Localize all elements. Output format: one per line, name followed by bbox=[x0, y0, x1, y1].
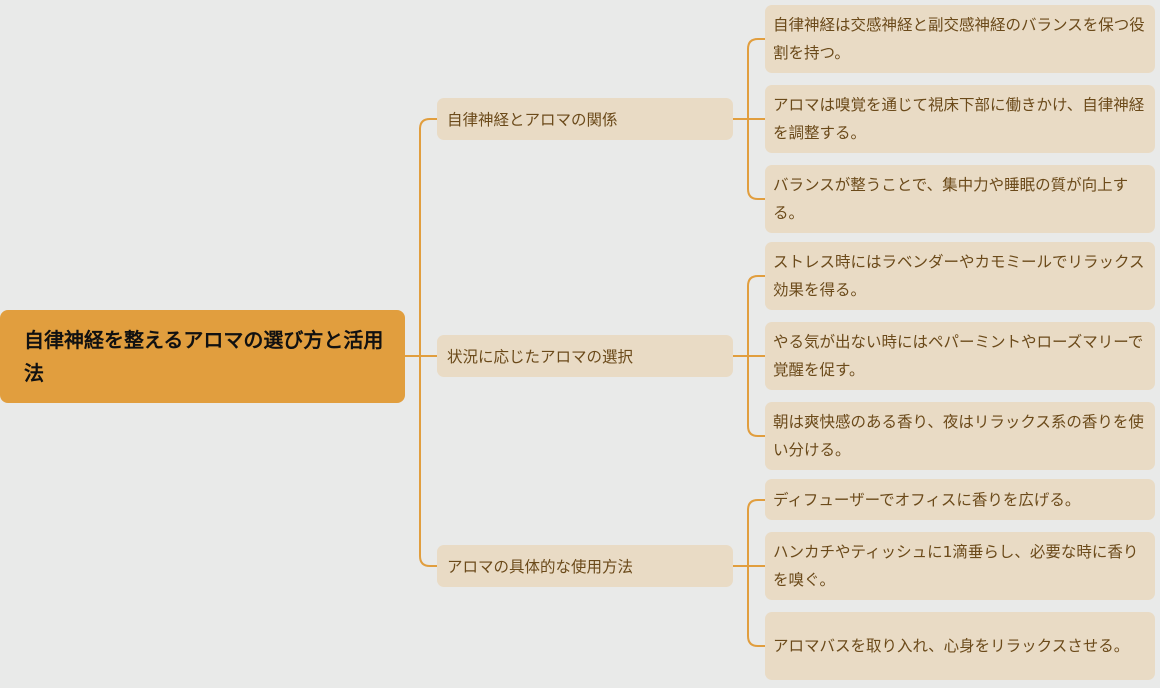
branch-spine bbox=[419, 118, 437, 567]
leaf-label: ストレス時にはラベンダーやカモミールでリラックス効果を得る。 bbox=[773, 253, 1145, 299]
leaf-node-2-1[interactable]: ストレス時にはラベンダーやカモミールでリラックス効果を得る。 bbox=[765, 242, 1155, 310]
leaf-label: アロマバスを取り入れ、心身をリラックスさせる。 bbox=[773, 637, 1130, 655]
leaf-label: 自律神経は交感神経と副交感神経のバランスを保つ役割を持つ。 bbox=[773, 16, 1145, 62]
root-topic-label: 自律神経を整えるアロマの選び方と活用法 bbox=[24, 327, 384, 385]
leaf-node-3-3[interactable]: アロマバスを取り入れ、心身をリラックスさせる。 bbox=[765, 612, 1155, 680]
leaf-node-1-2[interactable]: アロマは嗅覚を通じて視床下部に働きかけ、自律神経を調整する。 bbox=[765, 85, 1155, 153]
leaf-label: 朝は爽快感のある香り、夜はリラックス系の香りを使い分ける。 bbox=[773, 413, 1144, 459]
leaf-node-2-3[interactable]: 朝は爽快感のある香り、夜はリラックス系の香りを使い分ける。 bbox=[765, 402, 1155, 470]
branch-label: 状況に応じたアロマの選択 bbox=[447, 348, 634, 366]
leaf-label: ディフューザーでオフィスに香りを広げる。 bbox=[773, 490, 1081, 509]
leaf-spine-1 bbox=[747, 38, 765, 200]
leaf-node-3-1[interactable]: ディフューザーでオフィスに香りを広げる。 bbox=[765, 479, 1155, 520]
branch-node-usage-methods[interactable]: アロマの具体的な使用方法 bbox=[437, 545, 733, 587]
leaf-node-3-2[interactable]: ハンカチやティッシュに1滴垂らし、必要な時に香りを嗅ぐ。 bbox=[765, 532, 1155, 600]
leaf-label: アロマは嗅覚を通じて視床下部に働きかけ、自律神経を調整する。 bbox=[773, 96, 1145, 142]
leaf-node-1-1[interactable]: 自律神経は交感神経と副交感神経のバランスを保つ役割を持つ。 bbox=[765, 5, 1155, 73]
leaf-node-1-3[interactable]: バランスが整うことで、集中力や睡眠の質が向上する。 bbox=[765, 165, 1155, 233]
branch-node-autonomic-relation[interactable]: 自律神経とアロマの関係 bbox=[437, 98, 733, 140]
leaf-label: バランスが整うことで、集中力や睡眠の質が向上する。 bbox=[773, 176, 1129, 222]
branch-label: アロマの具体的な使用方法 bbox=[447, 558, 634, 576]
root-topic[interactable]: 自律神経を整えるアロマの選び方と活用法 bbox=[0, 310, 405, 403]
leaf-node-2-2[interactable]: やる気が出ない時にはペパーミントやローズマリーで覚醒を促す。 bbox=[765, 322, 1155, 390]
leaf-label: ハンカチやティッシュに1滴垂らし、必要な時に香りを嗅ぐ。 bbox=[773, 543, 1139, 589]
branch-label: 自律神経とアロマの関係 bbox=[447, 111, 618, 129]
leaf-spine-2 bbox=[747, 275, 765, 437]
leaf-label: やる気が出ない時にはペパーミントやローズマリーで覚醒を促す。 bbox=[773, 333, 1144, 379]
leaf-spine-3 bbox=[747, 499, 765, 647]
branch-node-situational-selection[interactable]: 状況に応じたアロマの選択 bbox=[437, 335, 733, 377]
